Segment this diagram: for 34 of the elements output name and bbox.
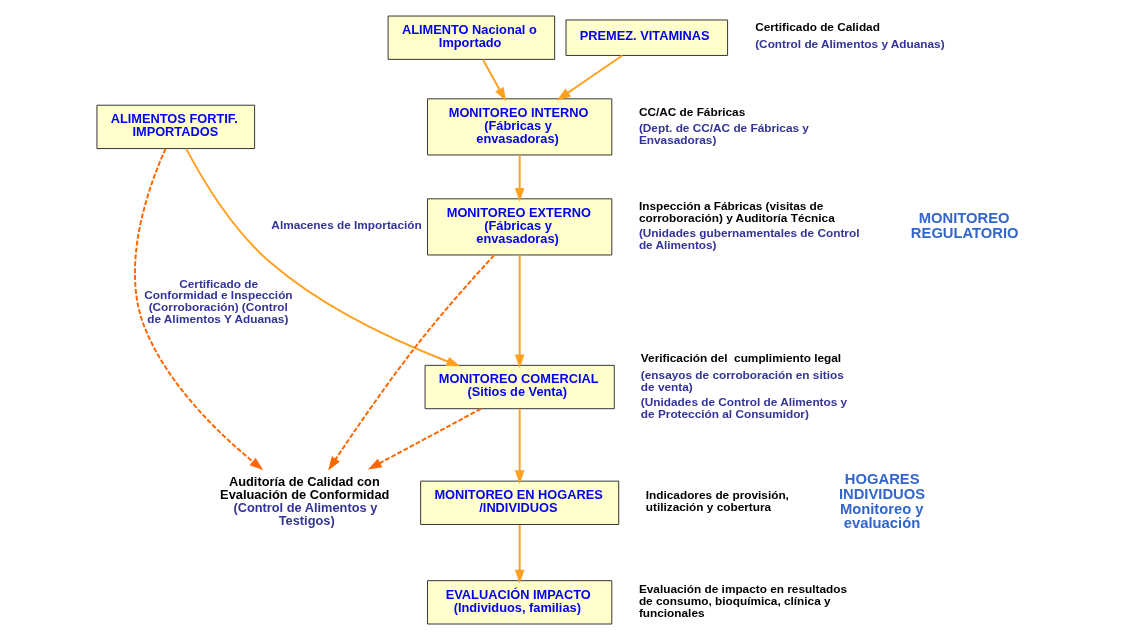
arrow bbox=[514, 254, 525, 369]
edge-label: Almacenes de Importación bbox=[271, 217, 422, 232]
edge-label: Certificado de Conformidad e Inspección (Corroboración) (Control de Alimentos Y Aduanas) bbox=[144, 276, 293, 327]
arrow bbox=[134, 147, 264, 471]
label: MONITOREO REGULATORIO bbox=[910, 209, 1019, 241]
arrow bbox=[514, 523, 525, 584]
node-label: Verificación del cumplimiento legal bbox=[640, 351, 842, 365]
node-box: EVALUACIÓN IMPACTO (Individuos, familias) bbox=[427, 580, 613, 625]
arrow bbox=[556, 54, 624, 101]
node-box: MONITOREO INTERNO (Fábricas y envasadoras) bbox=[427, 98, 613, 156]
node-text: Auditoría de Calidad con Evaluación de Conformidad (Control de Alimentos y Testigos) bbox=[220, 474, 390, 528]
node-label: (Unidades de Control de Alimentos y de Protección al Consumidor) bbox=[640, 395, 848, 422]
arrow bbox=[185, 147, 461, 367]
arrow bbox=[514, 407, 525, 485]
node-label: Evaluación de impacto en resultados de consumo, bioquímica, clínica y funcionales bbox=[638, 582, 847, 620]
arrow bbox=[328, 254, 495, 471]
node-label: Inspección a Fábricas (visitas de corroboración) y Auditoría Técnica bbox=[638, 198, 835, 225]
node-label: (Dept. de CC/AC de Fábricas y Envasadoras) bbox=[638, 121, 809, 148]
node-box: MONITOREO EN HOGARES /INDIVIDUOS bbox=[420, 480, 620, 525]
arrow bbox=[367, 407, 482, 470]
node-label: (ensayos de corroboración en sitios de venta) bbox=[640, 367, 844, 394]
node-box: ALIMENTOS FORTIF. IMPORTADOS bbox=[96, 104, 256, 150]
node-label: (Control de Alimentos y Aduanas) bbox=[755, 37, 945, 52]
node-box: MONITOREO EXTERNO (Fábricas y envasadoras) bbox=[427, 198, 613, 256]
node-label: Certificado de Calidad bbox=[755, 20, 880, 35]
node-box: MONITOREO COMERCIAL (Sitios de Venta) bbox=[424, 364, 615, 410]
arrow bbox=[482, 58, 507, 102]
arrow bbox=[514, 154, 525, 202]
node-box: PREMEZ. VITAMINAS bbox=[565, 19, 729, 56]
node-label: Indicadores de provisión, utilización y cobertura bbox=[645, 488, 789, 515]
label: HOGARES INDIVIDUOS Monitoreo y evaluación bbox=[838, 471, 926, 532]
node-box: ALIMENTO Nacional o Importado bbox=[387, 15, 556, 60]
node-label: CC/AC de Fábricas bbox=[638, 104, 746, 119]
node-label: (Unidades gubernamentales de Control de Alimentos) bbox=[638, 226, 860, 253]
